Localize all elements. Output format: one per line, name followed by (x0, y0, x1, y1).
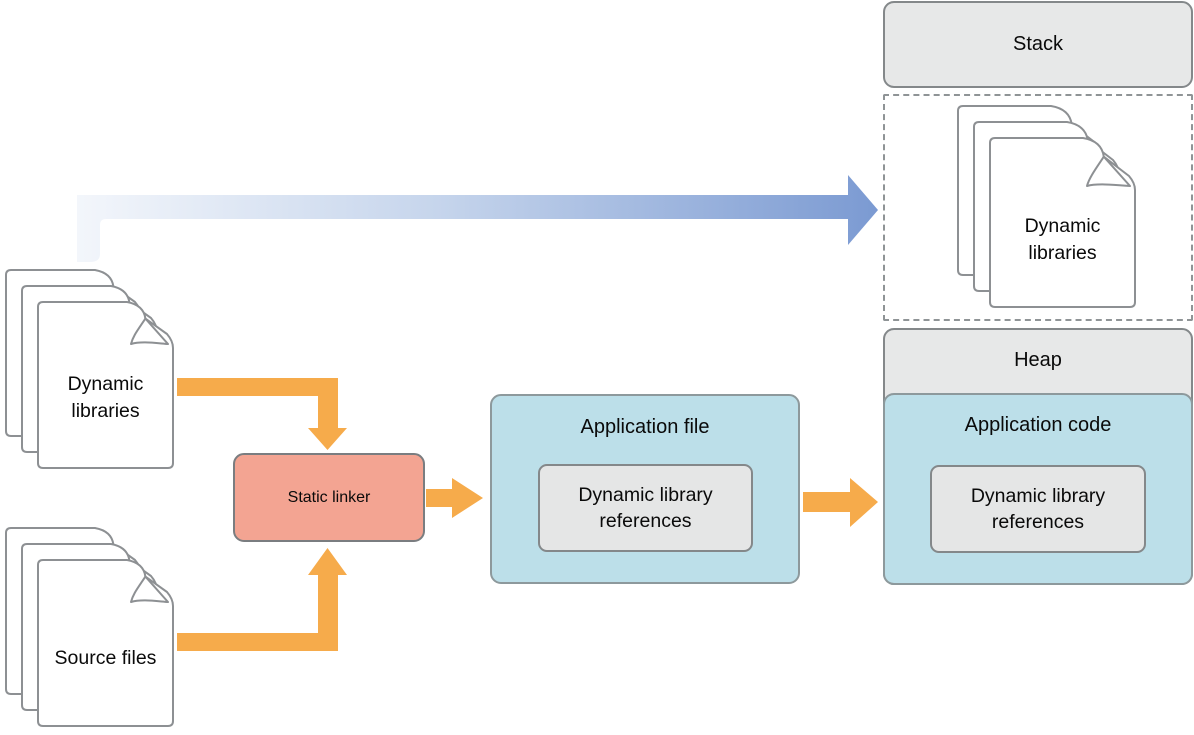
build-dynamic-libraries-label: Dynamic libraries (67, 373, 144, 422)
loaded-dynamic-libraries-doc-stack-icon (957, 105, 1136, 308)
arrow-source-files-to-linker (177, 548, 347, 651)
memory-dynamic-library-references-label: Dynamic library references (970, 485, 1106, 533)
arrow-application-file-to-heap (803, 478, 878, 527)
source-files-label: Source files (54, 646, 157, 669)
static-linker-label: Static linker (287, 488, 371, 506)
application-code-title: Application code (964, 413, 1112, 436)
heap-region-label: Heap (1014, 348, 1062, 371)
loaded-dynamic-libraries-label: Dynamic libraries (1024, 215, 1101, 264)
load-libraries-arrow (77, 175, 878, 262)
arrow-dynamic-libraries-to-linker (177, 378, 347, 450)
build-dynamic-libraries-doc-stack-icon (5, 269, 174, 469)
stack-region: Stack (883, 1, 1193, 88)
document-page-icon (130, 317, 169, 345)
memory-dynamic-library-references-box: Dynamic library references (930, 465, 1146, 553)
file-dynamic-library-references-label: Dynamic library references (578, 484, 713, 532)
application-file-title: Application file (580, 415, 710, 438)
loaded-libraries-region (883, 94, 1193, 321)
document-page-icon (130, 575, 169, 603)
static-linker-box: Static linker (233, 453, 425, 542)
file-dynamic-library-references-box: Dynamic library references (538, 464, 753, 552)
arrow-linker-to-application-file (426, 478, 483, 518)
source-files-doc-stack-icon (5, 527, 174, 727)
stack-region-label: Stack (1012, 33, 1064, 55)
document-page-icon (1086, 155, 1131, 187)
